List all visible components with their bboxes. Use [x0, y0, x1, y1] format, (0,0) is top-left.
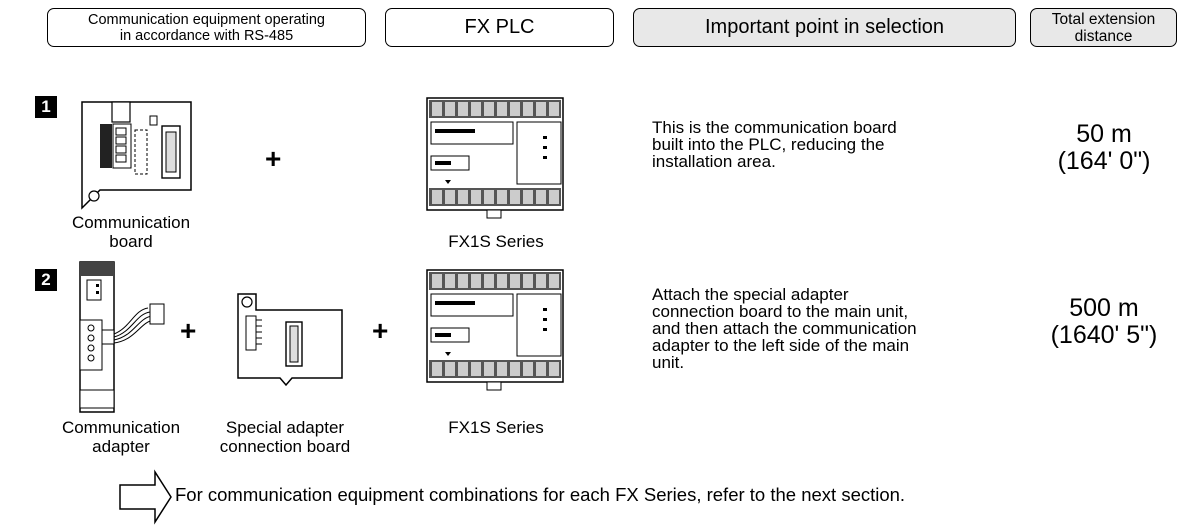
fx1s-plc-image-row2 [426, 269, 564, 391]
row-2-equipment-caption: Communication adapter [61, 418, 181, 456]
row-1-distance: 50 m (164' 0") [1057, 120, 1151, 175]
row-2-plus-2: + [372, 315, 389, 346]
communication-adapter-image [79, 261, 165, 413]
row-1-plc-caption: FX1S Series [448, 232, 544, 251]
row-2-number: 2 [35, 269, 57, 291]
header-selection: Important point in selection [633, 8, 1016, 47]
footer-note: For communication equipment combinations… [175, 484, 906, 505]
special-adapter-connection-board-image [237, 293, 343, 387]
communication-board-image [81, 101, 192, 210]
right-arrow-icon [119, 469, 172, 525]
row-1-description: This is the communication board built in… [652, 118, 897, 171]
row-2-plus-1: + [180, 315, 197, 346]
row-2-distance: 500 m (1640' 5") [1050, 294, 1158, 349]
row-1-equipment-caption: Communication board [71, 213, 191, 251]
row-1-plus: + [265, 143, 282, 174]
row-1-number: 1 [35, 96, 57, 118]
header-distance: Total extension distance [1030, 8, 1177, 47]
header-plc: FX PLC [385, 8, 614, 47]
row-2-description: Attach the special adapter connection bo… [652, 285, 917, 372]
header-equipment: Communication equipment operating in acc… [47, 8, 366, 47]
fx1s-plc-image-row1 [426, 97, 564, 219]
row-2-board-caption: Special adapter connection board [219, 418, 351, 456]
row-2-plc-caption: FX1S Series [448, 418, 544, 437]
